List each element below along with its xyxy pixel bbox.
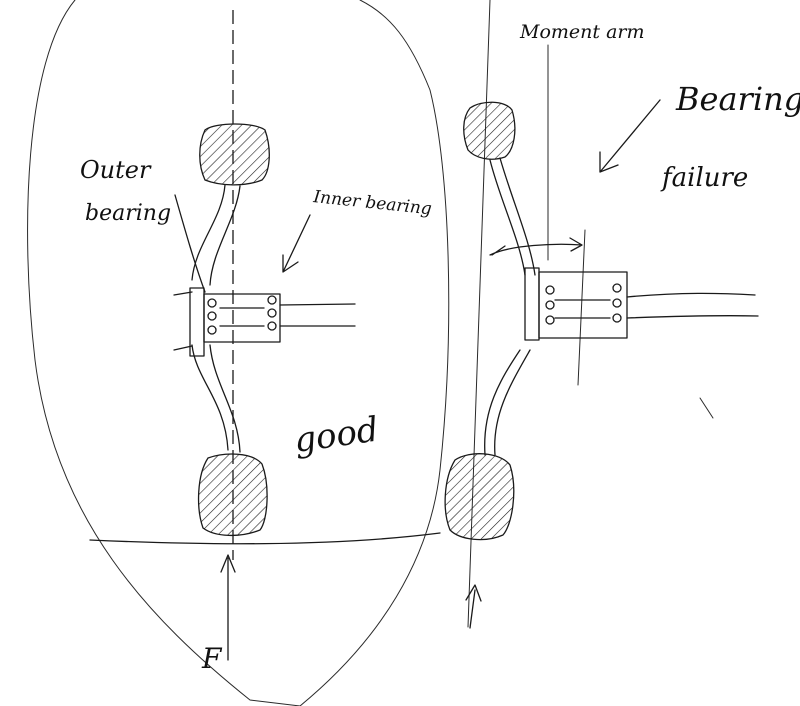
bearing-failure-arrow (599, 99, 661, 173)
brake-tabs (173, 291, 193, 351)
good-case-outline (27, 0, 450, 706)
good-label: good (292, 410, 381, 461)
inner-bearing-arrow (282, 214, 311, 273)
outer-bearing-label-1: Outer (80, 156, 152, 184)
bearing-failure-label-1: Bearing (675, 80, 800, 118)
stray-mark (699, 397, 714, 419)
failure-bottom-tire (444, 453, 515, 541)
force-arrow (220, 554, 236, 661)
failure-assembly (444, 0, 759, 629)
outer-bearing (207, 298, 217, 335)
axle-shaft (279, 303, 356, 327)
inner-bearing-label: Inner bearing (311, 187, 432, 219)
bearing-failure-label-2: failure (660, 163, 748, 193)
failure-top-tire (463, 101, 516, 160)
outer-bearing-leader (174, 194, 206, 293)
failure-axle-shaft (626, 292, 759, 319)
ground-line (89, 532, 441, 545)
failure-force-arrow (465, 584, 482, 629)
moment-arm-arrow (489, 237, 583, 256)
bottom-tire (197, 453, 268, 537)
inner-bearing (267, 295, 277, 331)
top-tire (199, 123, 270, 186)
outer-bearing-label-2: bearing (85, 201, 171, 226)
moment-arm-line-right (577, 229, 586, 386)
failure-bearing-housing (538, 271, 628, 339)
moment-arm-label: Moment arm (519, 21, 645, 43)
rim-profile-upper (191, 184, 241, 286)
failure-hub-plate (524, 267, 540, 341)
force-label: F (201, 642, 223, 675)
bearing-housing (203, 293, 281, 343)
failure-rim-upper (489, 157, 536, 276)
good-assembly (173, 10, 356, 661)
failure-inner-bearing (612, 283, 622, 323)
failure-rim-lower (484, 349, 531, 456)
failure-outer-bearing (545, 285, 555, 325)
